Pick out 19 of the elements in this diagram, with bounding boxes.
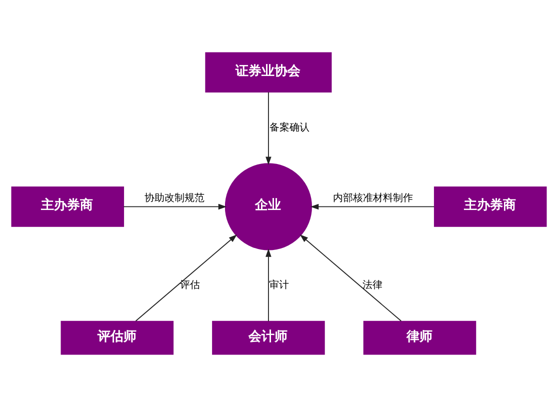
edge-label: 内部核准材料制作 [332,192,413,204]
node-circle: 企业 [224,162,312,250]
arrow [300,234,402,321]
node-box: 主办券商 [11,186,124,226]
edge-label: 审计 [269,280,289,291]
arrow [266,248,272,322]
node-box: 律师 [363,320,476,354]
edge-label: 协助改制规范 [144,192,204,204]
node-box: 会计师 [212,320,325,354]
node-box: 证券业协会 [205,52,332,92]
arrow [266,91,272,164]
arrow [310,203,435,210]
arrow [123,203,227,210]
edge-label: 法律 [362,280,383,291]
edge-label: 备案确认 [270,122,310,133]
node-box: 评估师 [60,320,174,354]
node-box: 主办券商 [434,186,547,226]
edge-label: 评估 [180,280,200,291]
arrow [135,234,238,321]
